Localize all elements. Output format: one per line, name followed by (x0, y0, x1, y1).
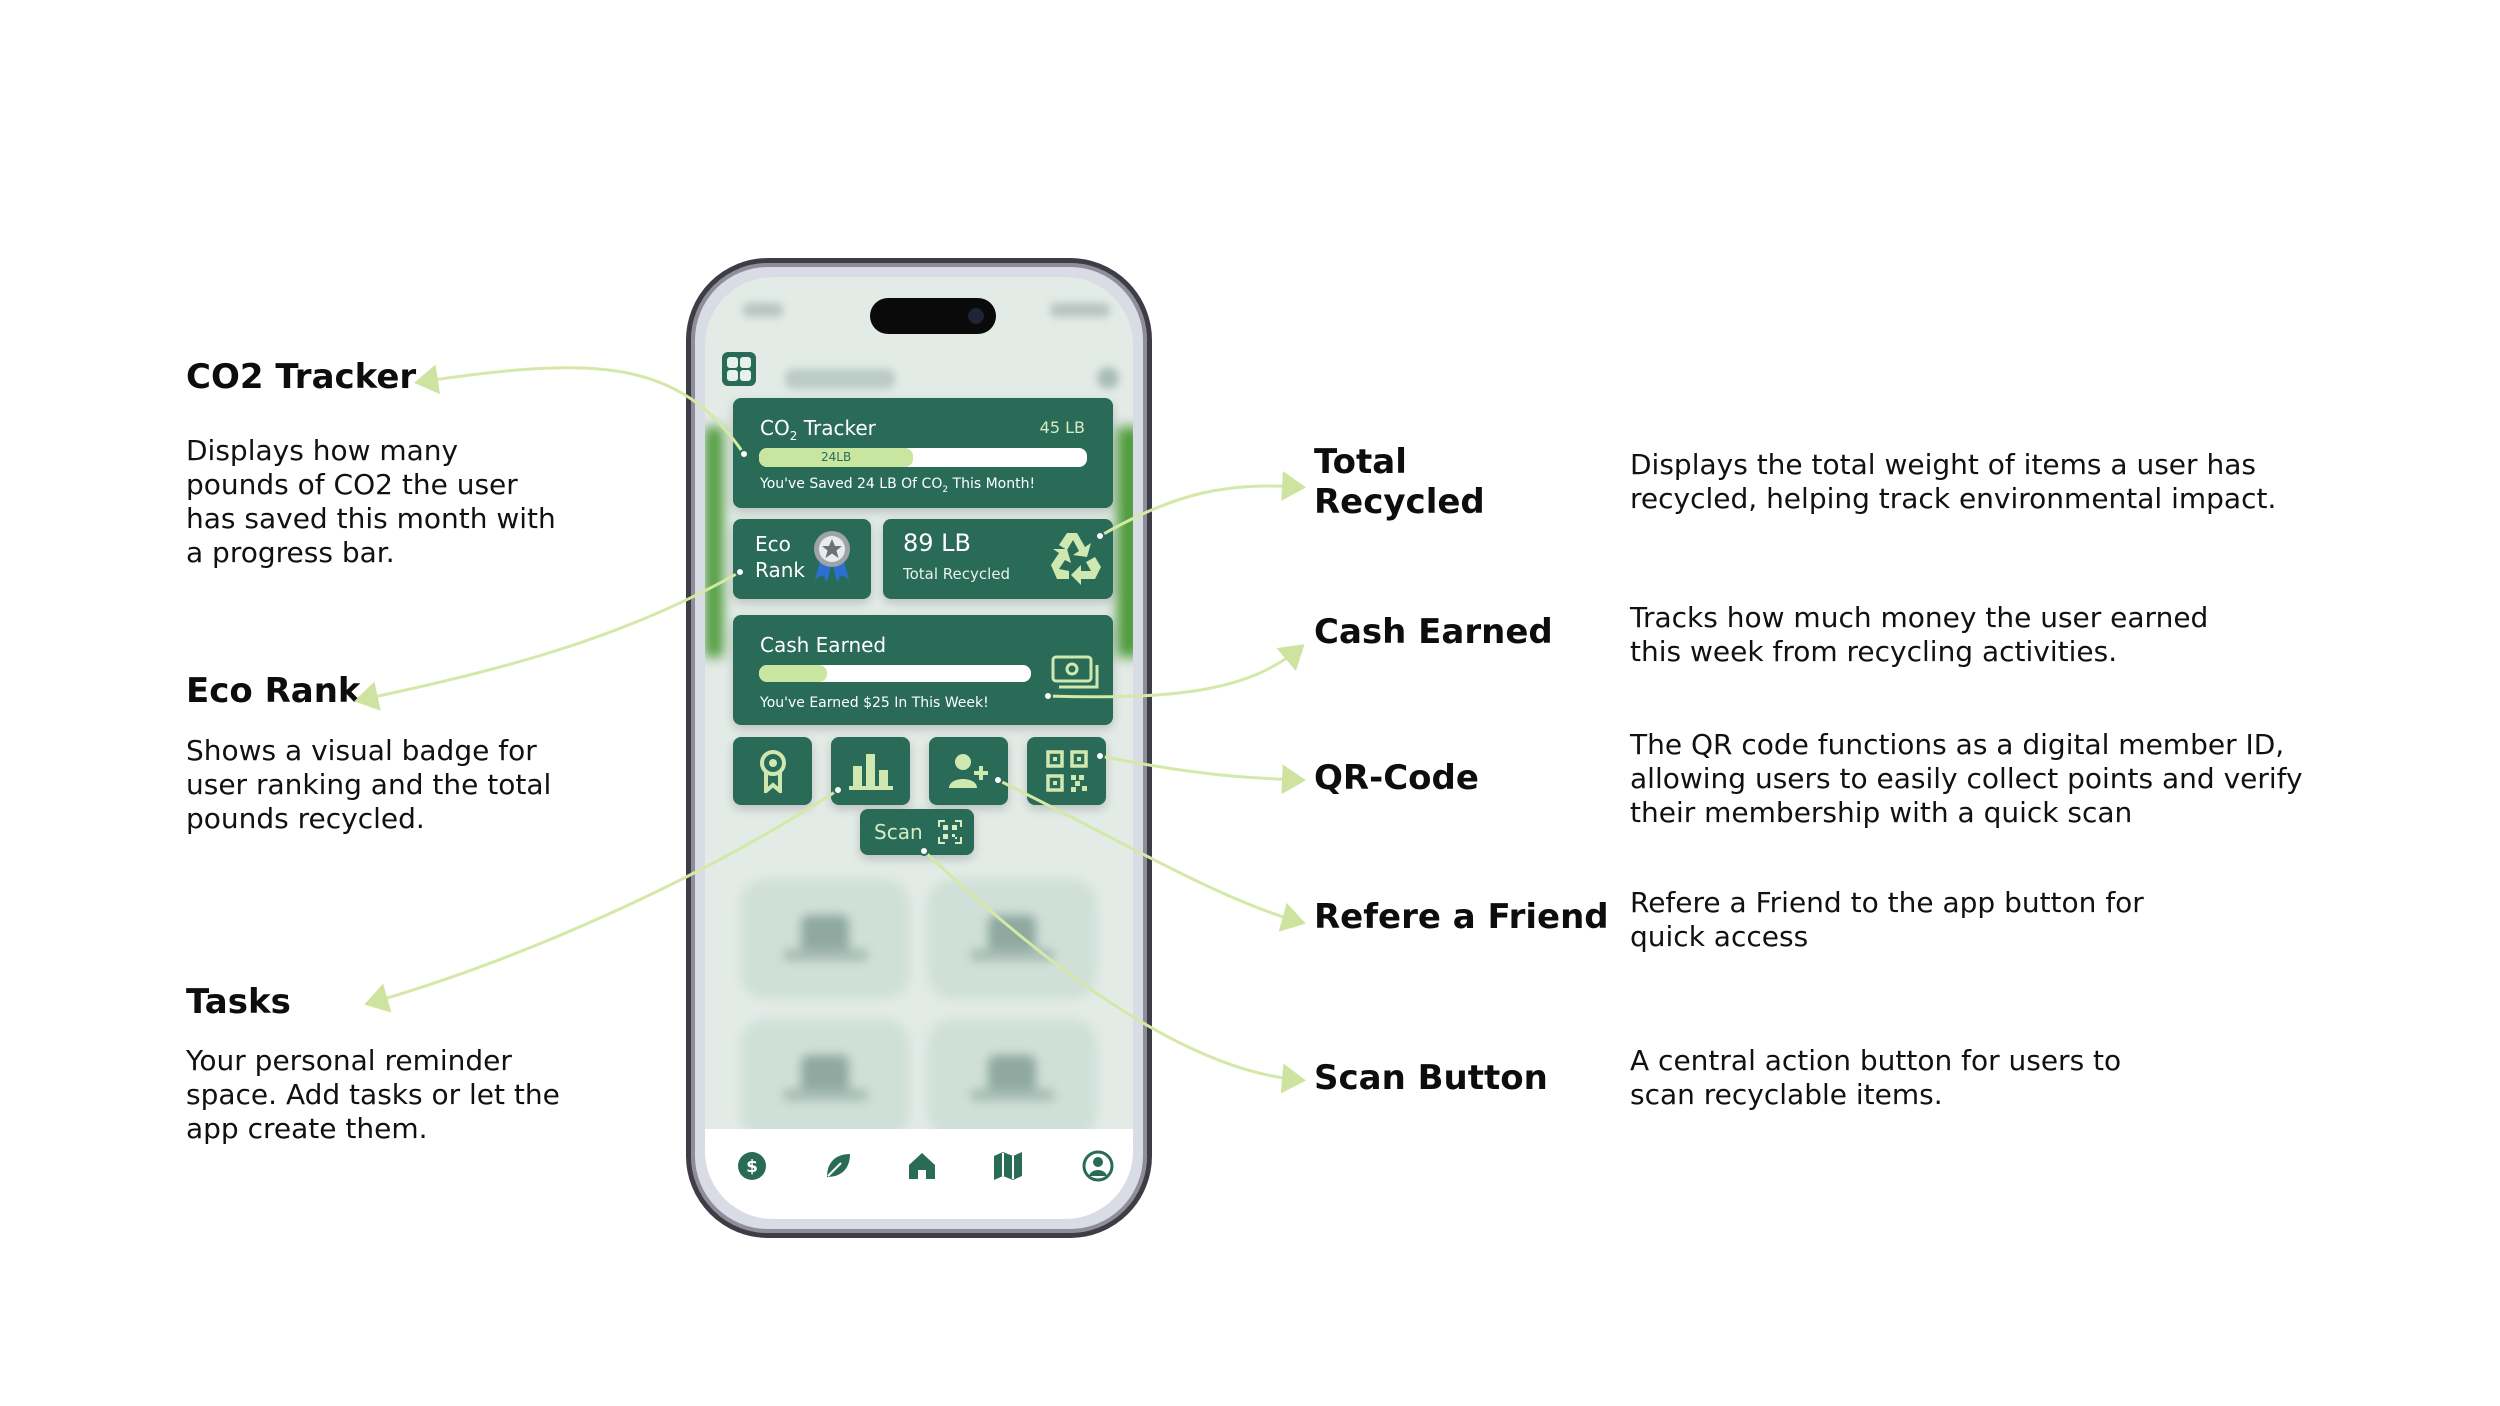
co2-progress-bar: 24LB (759, 448, 1087, 467)
tasks-button[interactable] (733, 737, 812, 805)
annotation-desc-co2: Displays how many pounds of CO2 the user… (186, 434, 556, 569)
annotation-desc-qr-code: The QR code functions as a digital membe… (1630, 728, 2303, 829)
dynamic-island (870, 298, 996, 334)
qr-code-button[interactable] (1027, 737, 1106, 805)
cash-earned-card[interactable]: Cash Earned You've Earned $25 In This We… (733, 615, 1113, 725)
bottom-nav: $ (705, 1129, 1133, 1219)
home-icon (909, 1153, 935, 1179)
eco-rank-card[interactable]: Eco Rank (733, 519, 871, 599)
add-user-icon (948, 754, 988, 788)
leaf-icon (827, 1154, 850, 1177)
connector-eco-rank (354, 570, 741, 711)
nav-eco[interactable] (821, 1149, 855, 1183)
nav-profile[interactable] (1081, 1149, 1115, 1183)
annotation-desc-total-recycled: Displays the total weight of items a use… (1630, 448, 2277, 515)
annotation-desc-eco-rank: Shows a visual badge for user ranking an… (186, 734, 552, 835)
co2-tracker-value: 45 LB (1039, 418, 1085, 437)
bar-chart-icon (848, 754, 893, 790)
nav-home[interactable] (905, 1149, 939, 1183)
award-badge-icon (814, 531, 850, 582)
scan-button[interactable]: Scan (860, 809, 974, 855)
qr-code-icon (1045, 750, 1088, 792)
co2-tracker-footer: You've Saved 24 LB Of CO2 This Month! (760, 476, 1036, 495)
eco-rank-label-2: Rank (755, 558, 805, 582)
scan-qr-icon (938, 820, 962, 844)
cash-earned-footer: You've Earned $25 In This Week! (760, 695, 989, 711)
refer-friend-button[interactable] (929, 737, 1008, 805)
annotation-title-scan: Scan Button (1314, 1058, 1548, 1098)
annotation-desc-scan: A central action button for users to sca… (1630, 1044, 2122, 1111)
co2-progress-fill (759, 448, 914, 467)
annotation-title-eco-rank: Eco Rank (186, 671, 361, 711)
annotation-title-qr-code: QR-Code (1314, 758, 1479, 798)
cash-icon (1051, 655, 1099, 689)
co2-tracker-card[interactable]: CO2 Tracker 45 LB 24LB You've Saved 24 L… (733, 398, 1113, 508)
phone-screen: CO2 Tracker 45 LB 24LB You've Saved 24 L… (705, 277, 1133, 1219)
dollar-icon: $ (738, 1152, 766, 1180)
annotation-desc-cash-earned: Tracks how much money the user earned th… (1630, 601, 2209, 668)
cash-progress-fill (759, 665, 827, 682)
recycle-icon (1051, 533, 1101, 585)
map-icon (994, 1152, 1022, 1180)
grid-menu-icon[interactable] (721, 351, 757, 387)
annotation-title-co2: CO2 Tracker (186, 357, 417, 397)
scan-button-label: Scan (874, 820, 923, 844)
eco-rank-label-1: Eco (755, 532, 791, 556)
co2-bar-label: 24LB (821, 450, 852, 464)
co2-tracker-title: CO2 Tracker (760, 416, 876, 443)
profile-icon (1082, 1150, 1114, 1182)
cash-progress-bar (759, 665, 1031, 682)
phone-mockup: CO2 Tracker 45 LB 24LB You've Saved 24 L… (686, 258, 1152, 1238)
annotation-desc-refer: Refere a Friend to the app button for qu… (1630, 886, 2144, 953)
annotation-title-total-recycled: Total Recycled (1314, 442, 1485, 522)
stats-button[interactable] (831, 737, 910, 805)
nav-wallet[interactable]: $ (735, 1149, 769, 1183)
cash-earned-title: Cash Earned (760, 633, 887, 657)
annotation-title-tasks: Tasks (186, 982, 291, 1022)
annotation-title-cash-earned: Cash Earned (1314, 612, 1553, 652)
svg-text:$: $ (746, 1157, 758, 1177)
total-recycled-label: Total Recycled (903, 565, 1011, 583)
total-recycled-value: 89 LB (903, 529, 972, 557)
ribbon-medal-icon (759, 750, 786, 793)
annotation-desc-tasks: Your personal reminder space. Add tasks … (186, 1044, 560, 1145)
nav-map[interactable] (991, 1149, 1025, 1183)
annotation-title-refer: Refere a Friend (1314, 897, 1609, 937)
total-recycled-card[interactable]: 89 LB Total Recycled (883, 519, 1113, 599)
